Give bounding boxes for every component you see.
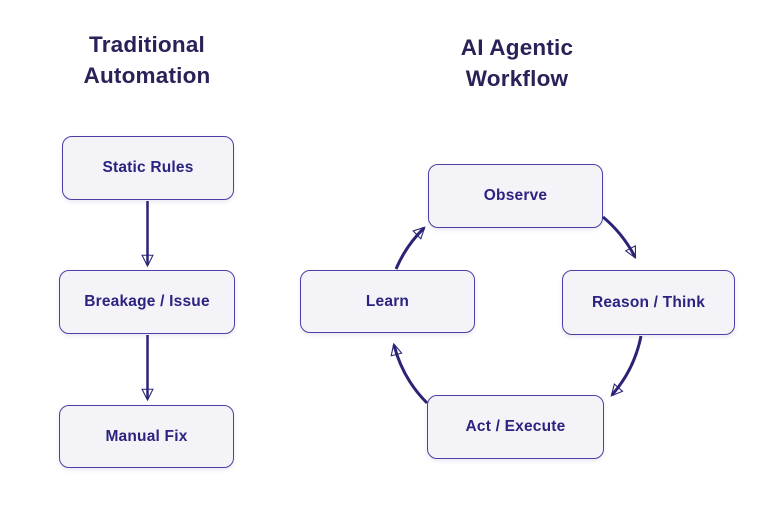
arrow-observe-to-reason — [602, 215, 637, 257]
arrow-act-to-learn — [394, 345, 429, 405]
left-column-title: Traditional Automation — [83, 32, 211, 88]
node-observe: Observe — [428, 164, 603, 228]
node-learn: Learn — [300, 270, 475, 333]
node-reason-think: Reason / Think — [562, 270, 735, 335]
node-static-rules: Static Rules — [62, 136, 234, 200]
right-column-title: AI Agentic Workflow — [460, 35, 574, 91]
arrow-learn-to-observe — [394, 228, 424, 270]
arrow-reason-to-act — [612, 335, 643, 395]
node-manual-fix: Manual Fix — [59, 405, 234, 468]
node-act-execute: Act / Execute — [427, 395, 604, 459]
node-breakage-issue: Breakage / Issue — [59, 270, 235, 334]
